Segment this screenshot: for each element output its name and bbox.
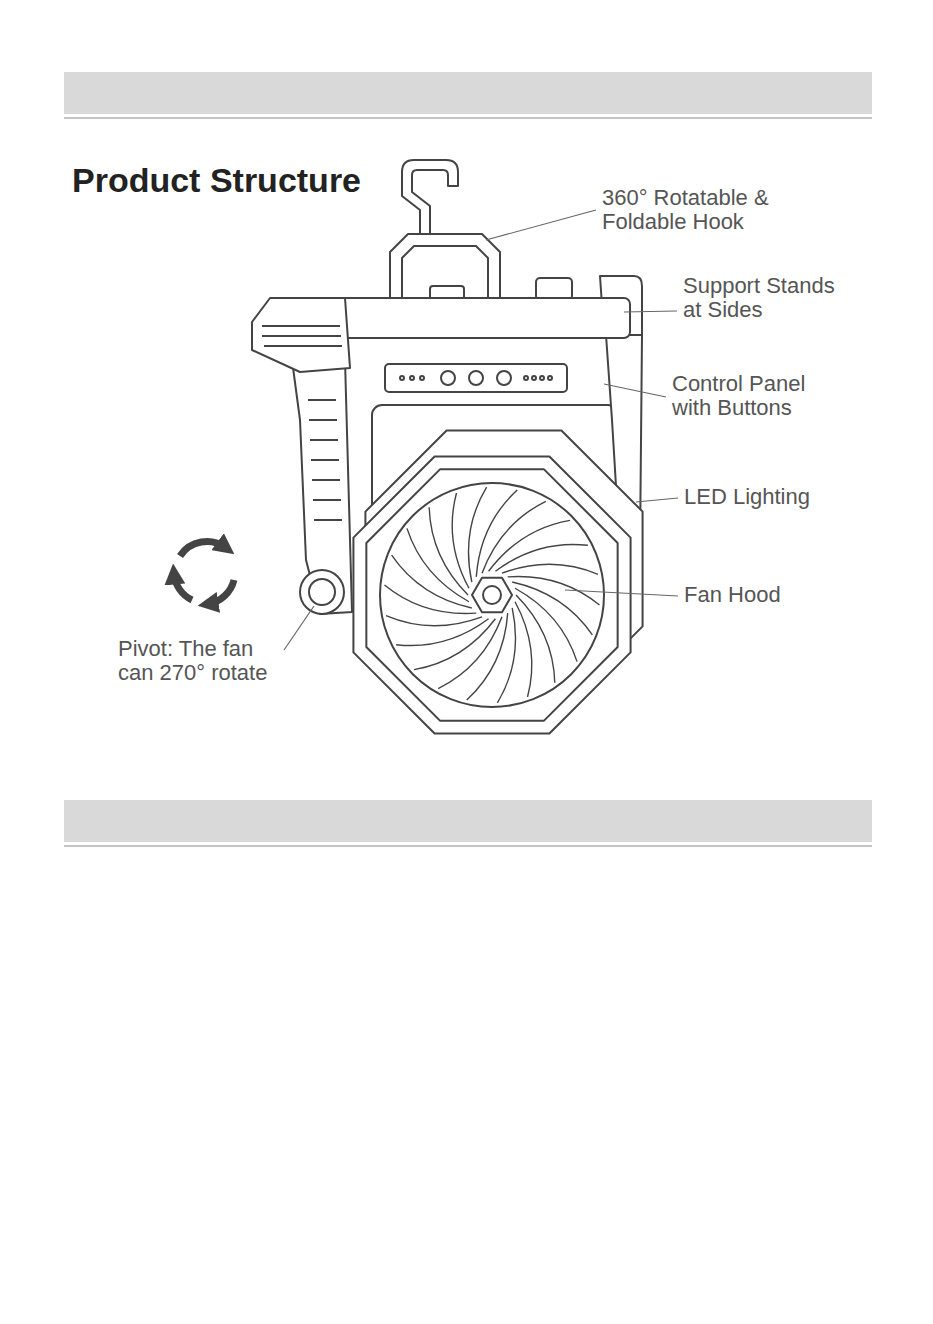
leader-line <box>486 210 596 240</box>
indicator <box>532 376 536 380</box>
leader-line <box>565 590 678 596</box>
fan-hood-rim <box>366 469 617 720</box>
grip-ridge <box>312 479 340 481</box>
pivot-knob <box>309 579 335 605</box>
rotation-symbol <box>174 542 234 604</box>
grille-blade <box>438 617 502 689</box>
part-label: Support Stands at Sides <box>683 274 853 322</box>
grille-blade <box>512 582 592 635</box>
indicator <box>540 376 544 380</box>
grille-blade <box>516 595 555 683</box>
rotation-arrow <box>174 574 192 600</box>
fan-grille <box>380 483 604 707</box>
grille-blade <box>476 490 517 577</box>
control-panel <box>385 364 567 392</box>
grip-ridge <box>309 419 337 421</box>
rotation-arrow <box>180 542 226 556</box>
indicator <box>410 376 414 380</box>
grille-blade <box>429 507 468 595</box>
header-rule <box>64 117 872 119</box>
leader-line <box>624 311 677 312</box>
grille-blade <box>482 501 546 573</box>
top-bar-edge <box>350 337 620 339</box>
part-label: Fan Hood <box>684 583 884 607</box>
top-bar <box>340 298 630 338</box>
indicator <box>420 376 424 380</box>
header-bar <box>64 800 872 842</box>
grille-blade <box>407 528 469 601</box>
handle <box>252 298 350 372</box>
grip-ridge <box>262 325 340 327</box>
grille-blade <box>515 602 532 697</box>
fan-hood <box>353 456 630 733</box>
part-label: 360° Rotatable & Foldable Hook <box>602 186 807 234</box>
indicator <box>548 376 552 380</box>
side-arm <box>292 360 352 614</box>
grip-ridge <box>308 399 336 401</box>
leader-line <box>604 384 666 397</box>
grip-ridge <box>314 519 342 521</box>
rotation-arrow <box>208 580 234 604</box>
fan-hub <box>472 578 512 613</box>
fan-hub <box>483 586 501 604</box>
indicator <box>524 376 528 380</box>
button <box>441 371 455 385</box>
grip-ridge <box>264 345 342 347</box>
button <box>469 371 483 385</box>
hook <box>402 160 458 234</box>
leader-lines <box>284 210 678 650</box>
diagram-title: Product Structure <box>72 160 361 200</box>
part-label: Control Panel with Buttons <box>672 372 842 420</box>
grille-blade <box>392 555 472 608</box>
part-label: Pivot: The fan can 270° rotate <box>118 637 288 685</box>
grille-blade <box>502 564 598 574</box>
pivot-knob <box>300 570 344 614</box>
leader-line <box>284 606 314 650</box>
grille-blade <box>386 616 482 626</box>
grip-ridge <box>262 335 341 337</box>
indicator <box>400 376 404 380</box>
grille-blade <box>452 493 469 588</box>
leader-line <box>636 498 678 502</box>
fan-drawing <box>252 160 643 734</box>
grip-ridge <box>311 459 339 461</box>
header-rule <box>64 845 872 847</box>
grille-blade <box>515 588 577 661</box>
support-stand <box>536 278 572 300</box>
button <box>497 371 511 385</box>
grip-ridge <box>313 499 341 501</box>
grille-blade <box>467 613 508 700</box>
part-label: LED Lighting <box>684 485 884 509</box>
header-bar <box>64 72 872 114</box>
grip-ridge <box>310 439 338 441</box>
